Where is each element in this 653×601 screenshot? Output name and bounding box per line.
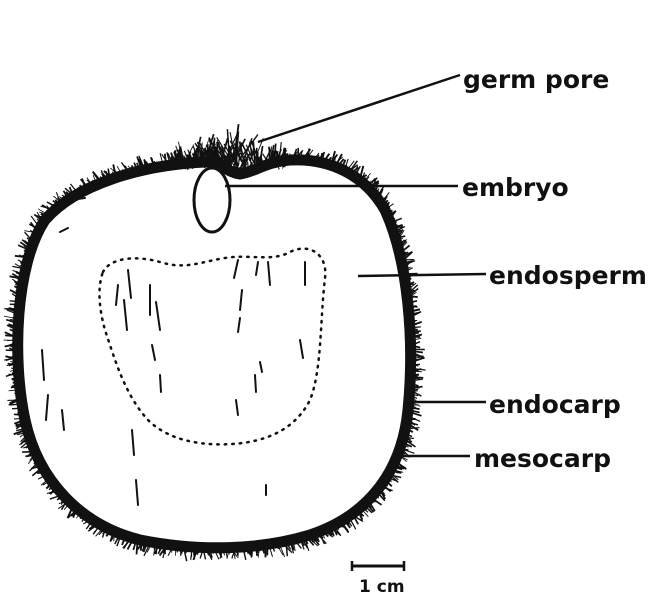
label-embryo: embryo — [462, 173, 569, 202]
germ-pore-leader — [258, 75, 460, 142]
tuft-fibre — [200, 150, 201, 166]
label-germ-pore: germ pore — [463, 65, 609, 94]
scale-bar: 1 cm — [352, 561, 405, 597]
label-mesocarp: mesocarp — [474, 444, 611, 473]
label-endosperm: endosperm — [489, 261, 647, 290]
scale-bar-label: 1 cm — [359, 577, 405, 597]
label-endocarp: endocarp — [489, 390, 621, 419]
fibre-mark — [255, 375, 256, 392]
embryo-shape — [194, 168, 230, 232]
fibre-mark — [160, 375, 161, 392]
